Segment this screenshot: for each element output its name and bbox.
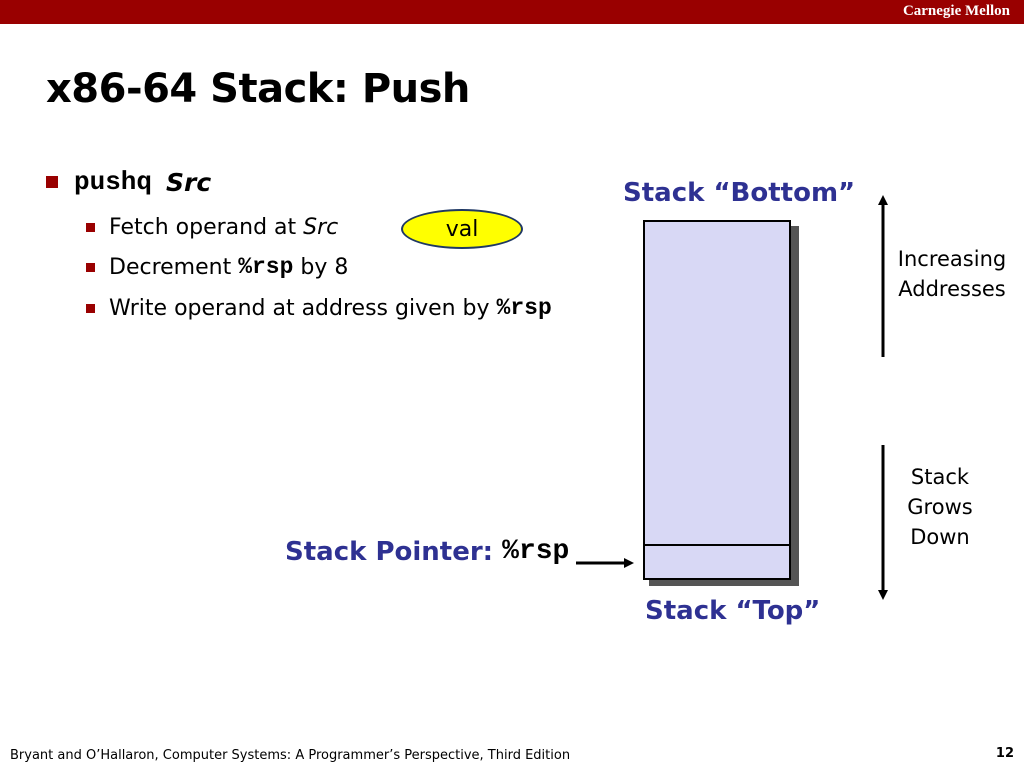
stack-grows-down-label: Stack Grows Down bbox=[896, 462, 984, 552]
square-bullet-icon bbox=[86, 262, 95, 272]
stack-bottom-label: Stack “Bottom” bbox=[623, 178, 856, 208]
value-bubble: val bbox=[401, 209, 523, 249]
stack-top-label: Stack “Top” bbox=[645, 596, 821, 626]
step-write-register: %rsp bbox=[496, 295, 552, 321]
increasing-line-1: Increasing bbox=[897, 247, 1007, 271]
step-write: Write operand at address given by %rsp bbox=[86, 293, 552, 323]
step-decrement-register: %rsp bbox=[238, 254, 294, 280]
brand-label: Carnegie Mellon bbox=[902, 3, 1010, 19]
page-number: 12 bbox=[995, 746, 1014, 761]
footer-citation: Bryant and O’Hallaron, Computer Systems:… bbox=[10, 748, 571, 763]
stack-pointer-register: %rsp bbox=[502, 536, 570, 567]
stack-pointer-label: Stack Pointer: %rsp bbox=[285, 536, 569, 567]
stack-pointer-text: Stack Pointer: bbox=[285, 536, 503, 567]
slide-title: x86-64 Stack: Push bbox=[46, 66, 470, 112]
square-bullet-icon bbox=[46, 176, 58, 188]
main-bullet: pushq Src bbox=[46, 164, 211, 200]
increasing-addresses-label: Increasing Addresses bbox=[896, 244, 1008, 304]
stack-memory-block bbox=[643, 220, 791, 580]
step-decrement-suffix: by 8 bbox=[293, 254, 349, 280]
grows-line-2: Grows bbox=[907, 495, 973, 519]
instruction-operand: Src bbox=[166, 167, 212, 197]
stack-top-divider bbox=[643, 544, 791, 546]
grows-line-3: Down bbox=[910, 525, 970, 549]
increasing-line-2: Addresses bbox=[898, 277, 1006, 301]
grows-line-1: Stack bbox=[910, 465, 970, 489]
step-fetch: Fetch operand at Src bbox=[86, 212, 338, 242]
step-fetch-text: Fetch operand at bbox=[109, 214, 304, 240]
header-bar: Carnegie Mellon bbox=[0, 0, 1024, 24]
instruction-mnemonic: pushq bbox=[74, 167, 153, 197]
square-bullet-icon bbox=[86, 222, 95, 232]
step-decrement-text: Decrement bbox=[109, 254, 239, 280]
step-write-text: Write operand at address given by bbox=[109, 295, 497, 321]
step-fetch-operand: Src bbox=[303, 214, 339, 240]
step-decrement: Decrement %rsp by 8 bbox=[86, 252, 348, 282]
square-bullet-icon bbox=[86, 303, 95, 313]
